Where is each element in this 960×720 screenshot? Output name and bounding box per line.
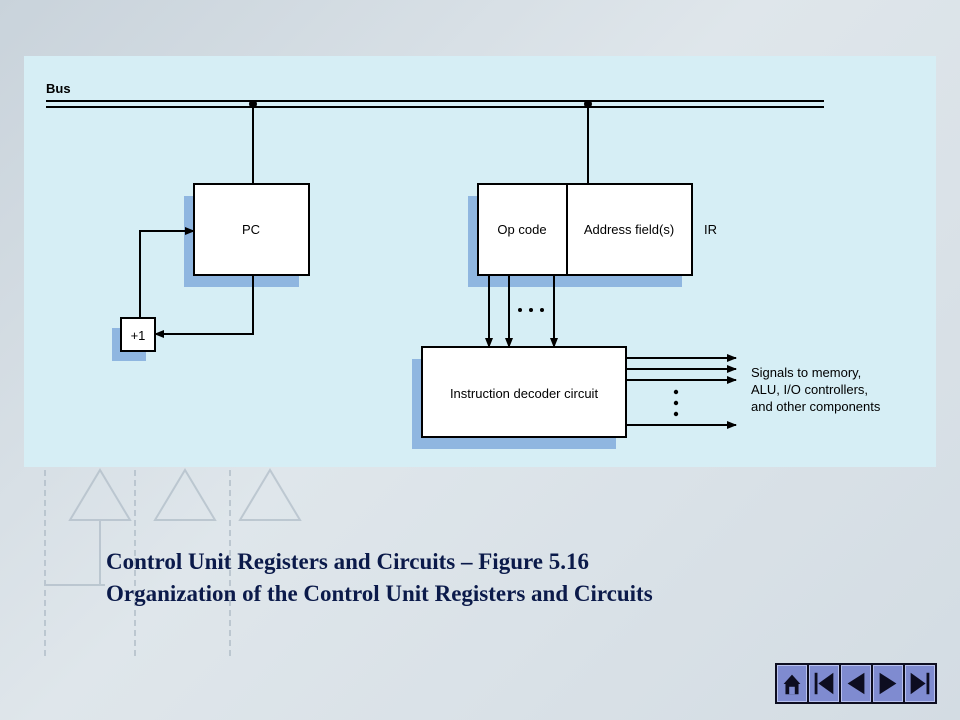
previous-icon [847, 672, 865, 695]
home-icon [783, 674, 801, 695]
last-icon [910, 672, 930, 695]
pc-label: PC [242, 222, 260, 237]
ir-decoder-ellipsis [518, 308, 544, 312]
signals-line-3: and other components [751, 399, 881, 414]
decoder-label: Instruction decoder circuit [450, 386, 599, 401]
slide-navigation [775, 663, 937, 704]
caption-title: Control Unit Registers and Circuits – Fi… [106, 549, 589, 574]
control-unit-diagram: Bus PC +1 Op code Address field(s) IR [46, 81, 881, 449]
ir-register [477, 183, 693, 276]
increment-to-pc-wire [139, 227, 195, 318]
increment-box [120, 317, 156, 352]
caption-subtitle: Organization of the Control Unit Registe… [106, 581, 653, 606]
pc-register [193, 183, 310, 276]
first-icon [814, 672, 834, 695]
signals-line-1: Signals to memory, [751, 365, 861, 380]
previous-slide-button[interactable] [841, 665, 871, 702]
ir-label: IR [704, 222, 717, 237]
signal-ellipsis [673, 389, 679, 417]
diagram-panel: Bus PC +1 Op code Address field(s) IR [24, 56, 936, 467]
opcode-label: Op code [497, 222, 546, 237]
increment-label: +1 [131, 328, 146, 343]
home-button[interactable] [777, 665, 807, 702]
next-icon [879, 672, 897, 695]
bus-label: Bus [46, 81, 71, 96]
first-slide-button[interactable] [809, 665, 839, 702]
slide-caption: Control Unit Registers and Circuits – Fi… [106, 546, 926, 610]
decoder-circuit [421, 346, 627, 438]
address-field-label: Address field(s) [584, 222, 674, 237]
pc-to-increment-wire [154, 275, 254, 338]
next-slide-button[interactable] [873, 665, 903, 702]
signals-line-2: ALU, I/O controllers, [751, 382, 868, 397]
last-slide-button[interactable] [905, 665, 935, 702]
